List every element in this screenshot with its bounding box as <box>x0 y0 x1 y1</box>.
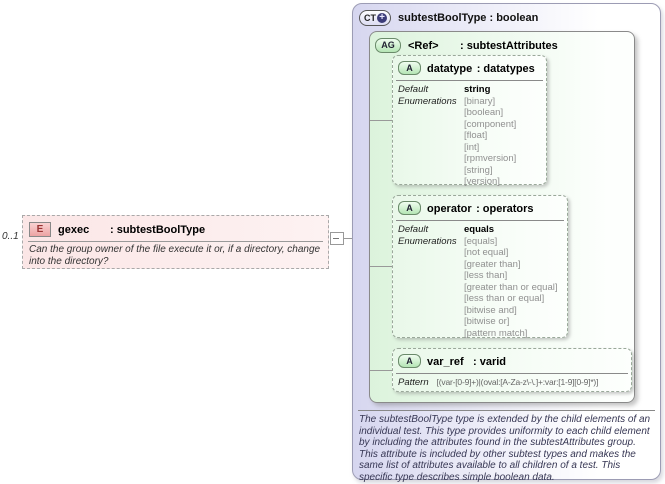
enum-item: [greater than or equal] <box>464 281 558 293</box>
attr-box-datatype: A datatype : datatypes Default Enumerati… <box>392 55 547 188</box>
attribute-icon: A <box>398 61 421 75</box>
element-title-row: E gexec: subtestBoolType <box>23 216 328 241</box>
enum-item: [bitwise or] <box>464 316 510 327</box>
element-type: : subtestBoolType <box>110 224 206 236</box>
enum-item: [greater than] <box>464 258 521 270</box>
attribute-group-box: AG <Ref>: subtestAttributes A datatype :… <box>369 31 635 403</box>
attr-title-row: A var_ref: varid <box>393 349 631 372</box>
attr-title-var-ref: var_ref: varid <box>427 356 507 368</box>
complex-type-title-row: CT + subtestBoolType : boolean <box>353 4 660 26</box>
collapse-toggle-icon[interactable] <box>330 232 344 245</box>
enum-item: [bitwise and] <box>464 304 517 316</box>
attr-title-operator: operator : operators <box>427 203 534 215</box>
prop-label-default: Default <box>398 84 429 95</box>
element-box-gexec: E gexec: subtestBoolType Can the group o… <box>22 215 329 269</box>
enum-item: [equals] <box>464 235 498 247</box>
attribute-icon: A <box>398 354 421 368</box>
attr-props-var-ref: Pattern [(var-[0-9]+)|(oval:[A-Za-z\-\.]… <box>393 374 631 388</box>
connector-line <box>344 238 353 239</box>
enum-item: [boolean] <box>464 107 504 118</box>
minus-icon <box>333 238 339 239</box>
prop-value-pattern: [(var-[0-9]+)|(oval:[A-Za-z\-\.]+:var:[1… <box>436 377 599 387</box>
attr-title-row: A datatype : datatypes <box>393 56 546 79</box>
enum-item: [component] <box>464 118 517 130</box>
attr-box-var-ref: A var_ref: varid Pattern [(var-[0-9]+)|(… <box>392 348 632 392</box>
complex-type-icon: CT + <box>359 10 391 26</box>
attribute-group-icon: AG <box>375 37 401 53</box>
element-name: gexec: subtestBoolType <box>58 224 206 236</box>
enum-item: [int] <box>464 141 480 153</box>
attr-connector-line <box>370 370 392 371</box>
enum-item: [less than or equal] <box>464 293 545 304</box>
enum-item: [version] <box>464 176 500 187</box>
element-annotation: Can the group owner of the file execute … <box>29 244 321 267</box>
enum-list-datatype: [binary][boolean][component][float][int]… <box>464 96 516 188</box>
attribute-icon: A <box>398 201 421 215</box>
attr-box-operator: A operator : operators Default Enumerati… <box>392 195 568 339</box>
prop-labels: Default Enumerations <box>398 84 464 188</box>
prop-label-default: Default <box>398 224 429 235</box>
complex-type-box: CT + subtestBoolType : boolean AG <Ref>:… <box>352 3 661 483</box>
attr-connector-line <box>370 120 392 121</box>
attr-props-operator: Default Enumerations equals [equals][not… <box>393 221 567 339</box>
enum-item: [binary] <box>464 95 496 107</box>
attr-separator <box>396 80 543 81</box>
complex-type-title: subtestBoolType : boolean <box>398 12 539 24</box>
prop-label-enumerations: Enumerations <box>398 235 457 247</box>
enum-item: [not equal] <box>464 247 509 258</box>
attr-title-row: A operator : operators <box>393 196 567 219</box>
prop-values: string [binary][boolean][component][floa… <box>464 84 516 188</box>
cardinality-label: 0..1 <box>2 231 19 242</box>
prop-value-default: equals <box>464 224 495 235</box>
documentation-text: The subtestBoolType type is extended by … <box>359 414 651 483</box>
prop-label-pattern: Pattern <box>398 377 429 388</box>
attr-separator <box>396 373 628 374</box>
prop-value-default: string <box>464 84 491 95</box>
plus-icon: + <box>377 13 387 23</box>
attr-separator <box>396 220 564 221</box>
element-separator <box>28 241 323 242</box>
enum-item: [rpmversion] <box>464 153 517 164</box>
attr-title-datatype: datatype : datatypes <box>427 63 535 75</box>
attribute-group-title: <Ref>: subtestAttributes <box>408 40 558 52</box>
element-icon: E <box>29 221 51 237</box>
documentation-separator <box>358 410 655 411</box>
enum-item: [less than] <box>464 270 508 281</box>
attr-connector-line <box>370 266 392 267</box>
prop-labels: Default Enumerations <box>398 224 464 339</box>
attribute-group-title-row: AG <Ref>: subtestAttributes <box>370 32 634 54</box>
enum-list-operator: [equals][not equal][greater than][less t… <box>464 236 557 340</box>
attr-props-datatype: Default Enumerations string [binary][boo… <box>393 81 546 188</box>
enum-item: [pattern match] <box>464 327 528 339</box>
ct-badge-text: CT <box>364 13 376 23</box>
enum-item: [string] <box>464 164 493 176</box>
prop-values: equals [equals][not equal][greater than]… <box>464 224 557 339</box>
prop-label-enumerations: Enumerations <box>398 95 457 107</box>
enum-item: [float] <box>464 130 488 141</box>
